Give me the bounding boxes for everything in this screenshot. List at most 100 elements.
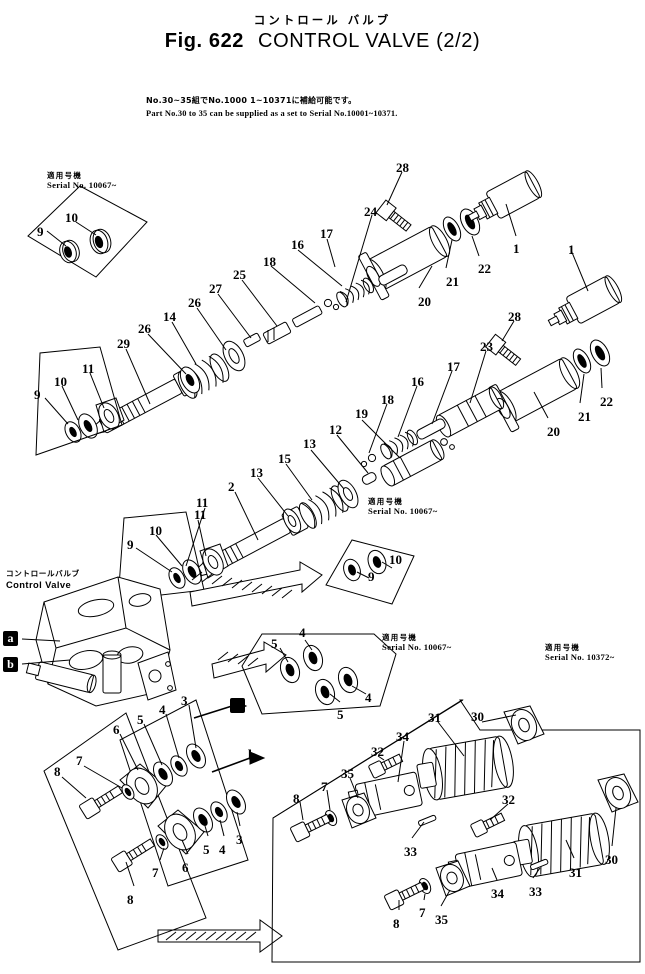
part-number-28: 28 [396, 160, 409, 175]
part-number-21: 21 [578, 409, 591, 424]
part-number-28: 28 [508, 309, 521, 324]
supply-note-jp: No.30~35組でNo.1000 1~10371に補給可能です。 [146, 96, 357, 105]
section-marker-b: b [3, 657, 18, 672]
part-number-24: 24 [364, 204, 377, 219]
part-number-3: 3 [181, 693, 188, 708]
callout-box-hex-center [241, 633, 397, 715]
part-number-22: 22 [478, 261, 491, 276]
part-number-32: 32 [502, 792, 515, 807]
part-number-17: 17 [447, 359, 460, 374]
callout-box-left-2 [117, 511, 207, 601]
serial-label-en: Serial No. 10067~ [47, 180, 117, 191]
part-number-8: 8 [293, 791, 300, 806]
part-number-1: 1 [513, 241, 520, 256]
part-number-11: 11 [194, 507, 207, 522]
part-number-21: 21 [446, 274, 459, 289]
figure-number: Fig. 622 [164, 29, 245, 52]
serial-label-jp: 適用号機 [47, 171, 83, 180]
kana-title: コントロール バルブ [253, 13, 392, 27]
part-number-18: 18 [263, 254, 276, 269]
serial-label-hex-center: 適用号機 Serial No. 10067~ [382, 633, 451, 653]
callout-box-bottom-right [271, 699, 641, 963]
part-number-9: 9 [37, 224, 44, 239]
part-number-26: 26 [138, 321, 151, 336]
part-number-17: 17 [320, 226, 333, 241]
assembly-right-lower [360, 320, 611, 468]
figure-title: CONTROL VALVE (2/2) [258, 29, 481, 52]
part-number-20: 20 [547, 424, 560, 439]
part-number-16: 16 [411, 374, 424, 389]
part-number-4: 4 [299, 625, 306, 640]
spool-assembly-1 [64, 238, 408, 443]
part-number-10: 10 [65, 210, 78, 225]
part-number-5: 5 [203, 842, 210, 857]
part-number-1: 1 [568, 242, 575, 257]
section-marker-a-ref [230, 698, 245, 713]
part-number-8: 8 [127, 892, 134, 907]
assembly-upper-right [345, 170, 623, 327]
part-number-14: 14 [163, 309, 176, 324]
part-number-13: 13 [250, 465, 263, 480]
serial-label-jp: 適用号機 [368, 497, 404, 506]
control-valve-label-jp: コントロールバルブ [6, 569, 80, 578]
part-number-16: 16 [291, 237, 304, 252]
part-number-30: 30 [605, 852, 618, 867]
part-number-5: 5 [137, 712, 144, 727]
part-number-2: 2 [228, 479, 235, 494]
part-number-8: 8 [54, 764, 61, 779]
callout-box-left-9-10-11 [35, 346, 123, 456]
part-number-35: 35 [341, 766, 354, 781]
part-number-9: 9 [368, 569, 375, 584]
part-number-7: 7 [419, 905, 426, 920]
callout-box-bottom-left [43, 699, 266, 951]
part-number-31: 31 [428, 710, 441, 725]
supply-note: No.30~35組でNo.1000 1~10371に補給可能です。 Part N… [146, 95, 566, 120]
serial-label-en: Serial No. 10067~ [368, 506, 438, 517]
control-valve-label-en: Control Valve [6, 578, 72, 590]
part-number-4: 4 [365, 690, 372, 705]
serial-label-bottom-right: 適用号機 Serial No. 10372~ [545, 643, 614, 663]
part-number-22: 22 [600, 394, 613, 409]
assembly-arrow-1 [189, 561, 323, 607]
assembly-arrow-2 [211, 641, 287, 679]
part-number-25: 25 [233, 267, 246, 282]
serial-label-en: Serial No. 10067~ [382, 642, 452, 653]
part-number-23: 23 [480, 339, 493, 354]
part-number-19: 19 [355, 406, 368, 421]
section-marker-a: a [3, 631, 18, 646]
part-number-4: 4 [219, 842, 226, 857]
page-title: Fig. 622 CONTROL VALVE (2/2) [0, 30, 645, 53]
part-number-32: 32 [371, 744, 384, 759]
serial-label-mid-right: 適用号機 Serial No. 10067~ [368, 497, 437, 517]
section-marker-b-ref: b [248, 748, 257, 764]
supply-note-en: Part No.30 to 35 can be supplied as a se… [146, 109, 398, 119]
part-number-11: 11 [82, 361, 95, 376]
part-number-15: 15 [278, 451, 291, 466]
part-number-6: 6 [182, 860, 189, 875]
part-number-30: 30 [471, 709, 484, 724]
part-number-20: 20 [418, 294, 431, 309]
part-number-3: 3 [236, 832, 243, 847]
part-number-33: 33 [529, 884, 542, 899]
serial-label-jp: 適用号機 [382, 633, 418, 642]
part-number-33: 33 [404, 844, 417, 859]
part-number-9: 9 [127, 537, 134, 552]
part-number-10: 10 [54, 374, 67, 389]
part-number-26: 26 [188, 295, 201, 310]
part-number-7: 7 [152, 865, 159, 880]
part-number-7: 7 [321, 779, 328, 794]
serial-label-jp: 適用号機 [545, 643, 581, 652]
control-valve-body [21, 576, 177, 707]
part-number-35: 35 [435, 912, 448, 927]
part-number-29: 29 [117, 336, 130, 351]
part-number-8: 8 [393, 916, 400, 931]
part-number-5: 5 [337, 707, 344, 722]
part-number-13: 13 [303, 436, 316, 451]
callout-box-top-left [27, 185, 148, 278]
title-block: コントロール バルブ Fig. 622 CONTROL VALVE (2/2) [0, 14, 645, 53]
part-number-27: 27 [209, 281, 222, 296]
part-number-9: 9 [34, 387, 41, 402]
assembly-arrow-3 [157, 919, 283, 953]
